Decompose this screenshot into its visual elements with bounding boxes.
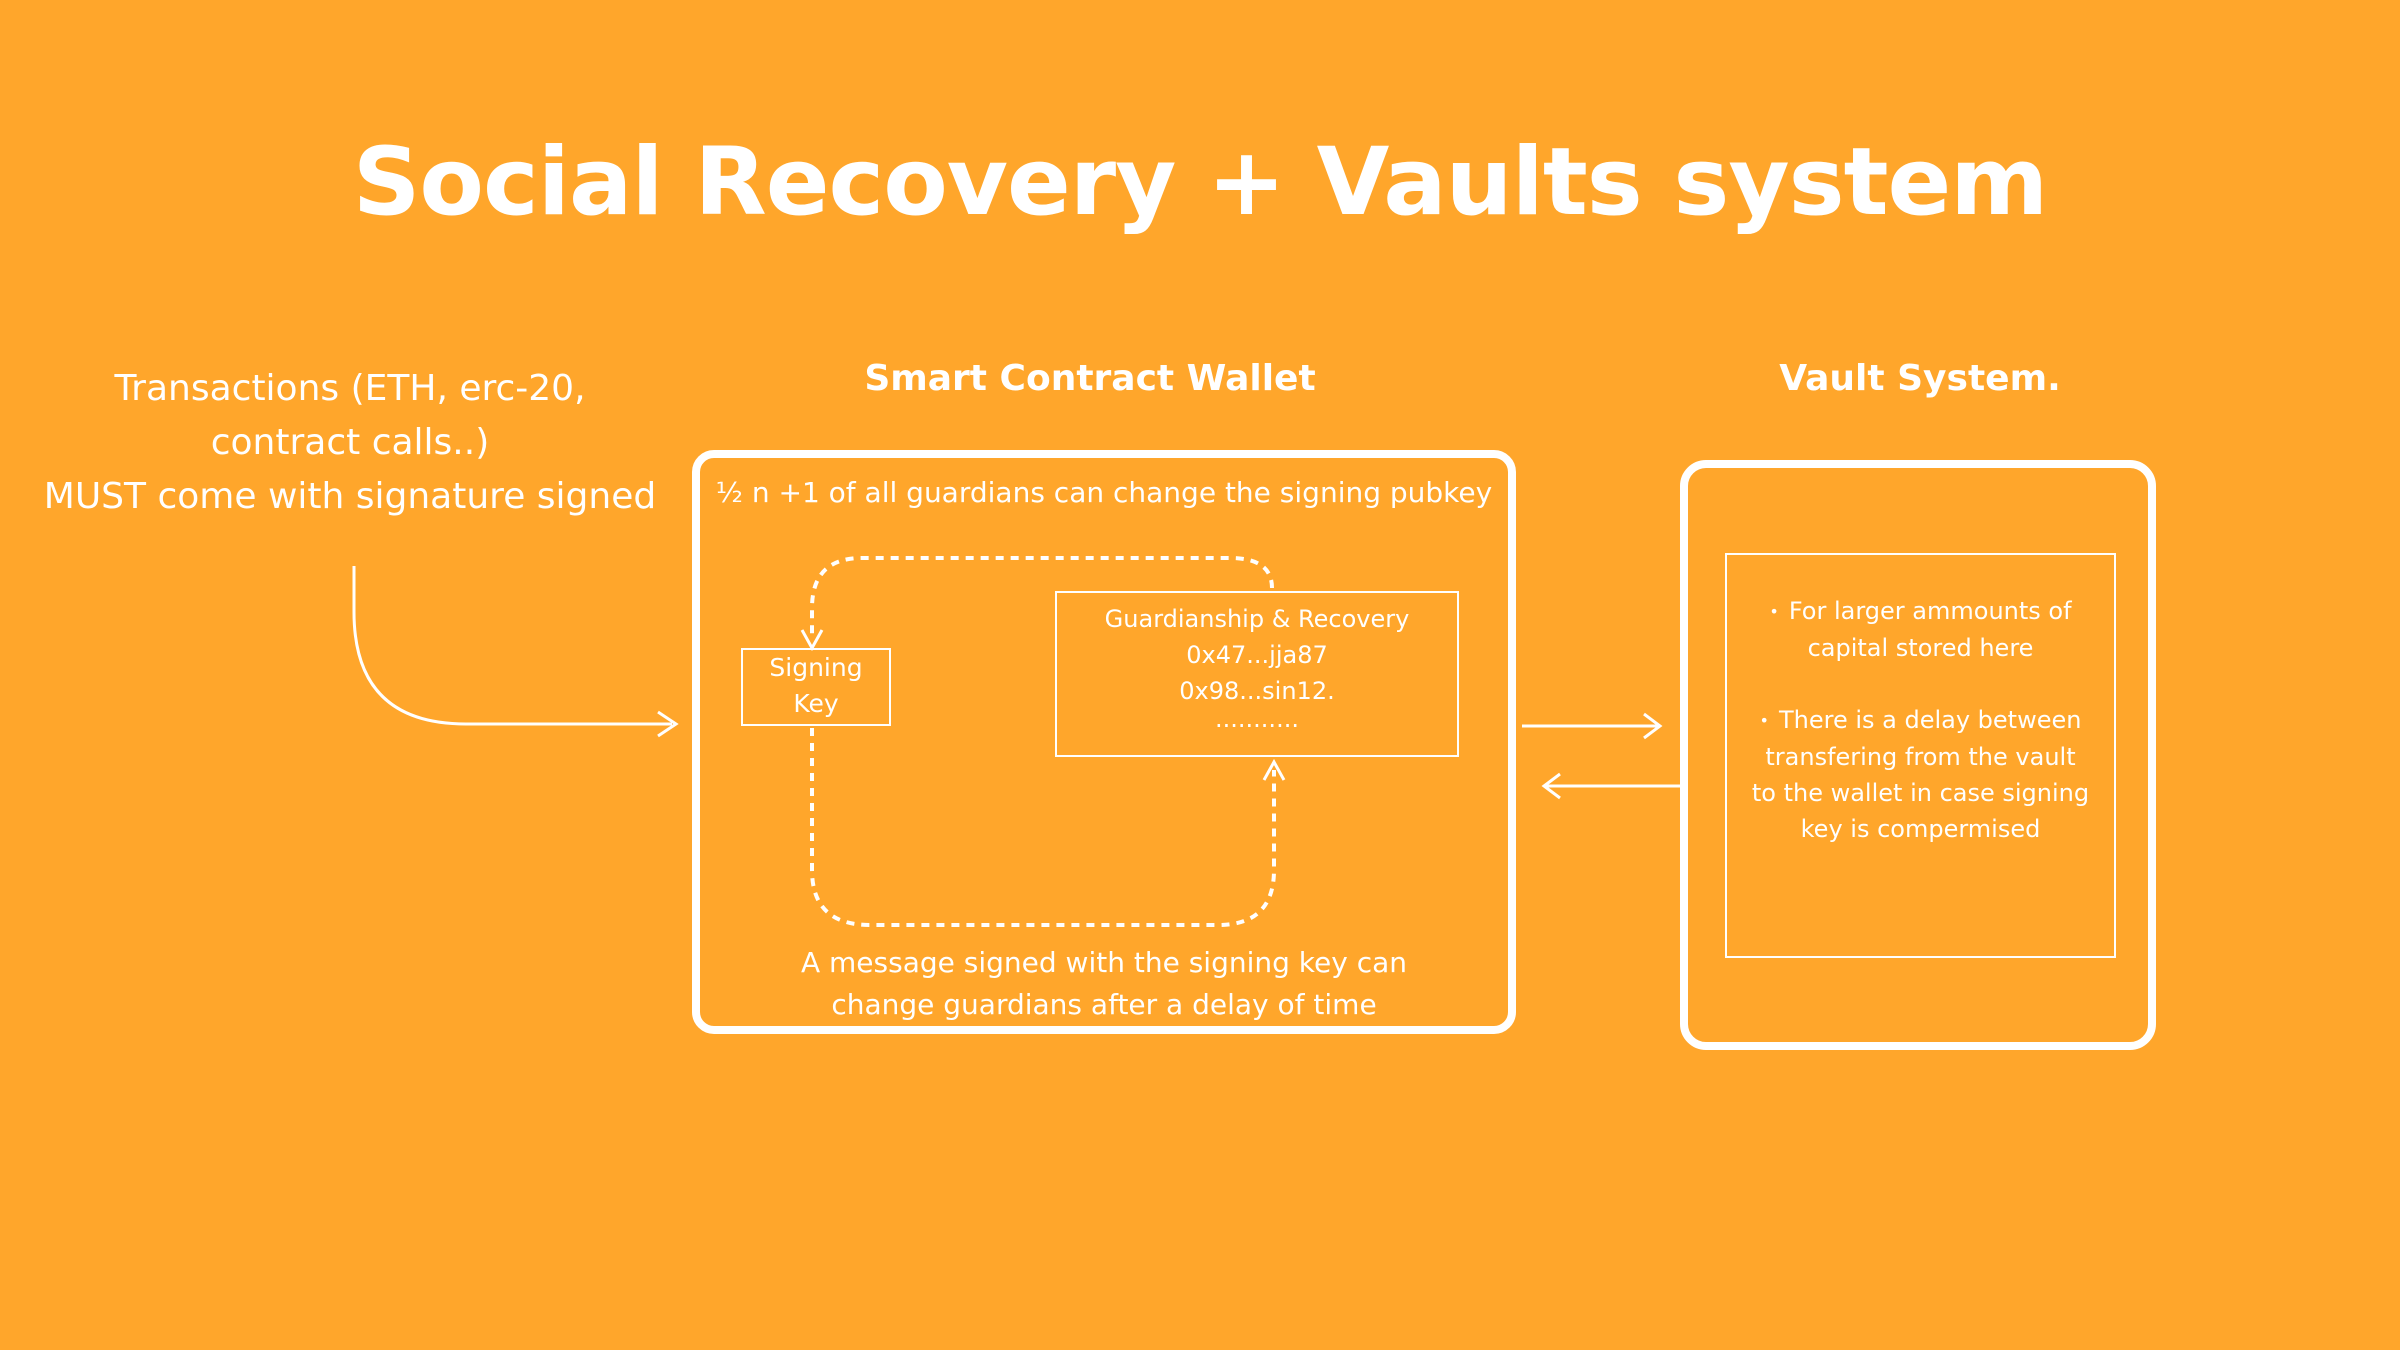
vault-details-box: • For larger ammounts of capital stored h… — [1725, 553, 2116, 958]
transactions-note-line: contract calls..) — [210, 422, 490, 463]
page-title: Social Recovery + Vaults system — [352, 128, 2049, 237]
smart-contract-wallet-box — [692, 450, 1516, 1034]
vault-bullet-item: •There is a delay between transfering fr… — [1751, 702, 2090, 847]
vault-bullet-item: • For larger ammounts of capital stored h… — [1751, 593, 2090, 666]
wallet-heading: Smart Contract Wallet — [864, 358, 1316, 399]
vault-heading: Vault System. — [1779, 358, 2061, 399]
recovery-loop-bottom-arrow-head — [1262, 758, 1286, 781]
wallet-to-vault-arrow-head — [1643, 712, 1663, 740]
guardian-ellipsis: ........... — [1215, 705, 1299, 733]
recovery-loop-top — [810, 556, 1274, 640]
signing-key-label: Signing — [769, 653, 863, 682]
guardian-change-line: A message signed with the signing key ca… — [800, 946, 1408, 979]
guardian-change-line: change guardians after a delay of time — [831, 988, 1377, 1021]
transactions-note-line: MUST come with signature signed — [43, 476, 657, 517]
vault-bullet-text: For larger ammounts of capital stored he… — [1788, 597, 2072, 662]
transaction-flow-arrow — [352, 566, 672, 726]
signing-key-label: Key — [793, 689, 839, 718]
vault-system-box — [1680, 460, 2156, 1050]
transactions-note-line: Transactions (ETH, erc-20, — [114, 368, 586, 409]
vault-bullet-text: There is a delay between transfering fro… — [1751, 706, 2090, 843]
vault-to-wallet-arrow-head — [1541, 772, 1561, 800]
guardianship-recovery-box: Guardianship & Recovery 0x47...jja87 0x9… — [1055, 591, 1459, 757]
bullet-dot-icon: • — [1769, 602, 1779, 621]
guardian-address: 0x47...jja87 — [1186, 641, 1328, 669]
recovery-loop-bottom — [810, 728, 1276, 927]
signing-key-box: Signing Key — [741, 648, 891, 726]
guardian-address: 0x98...sin12. — [1179, 677, 1335, 705]
transaction-arrow-head — [657, 710, 679, 738]
bullet-dot-icon: • — [1759, 711, 1769, 730]
guardian-change-text: A message signed with the signing key ca… — [700, 942, 1508, 1026]
transactions-note: Transactions (ETH, erc-20, contract call… — [20, 362, 680, 524]
guardian-quorum-text: ½ n +1 of all guardians can change the s… — [715, 476, 1493, 509]
guardianship-title: Guardianship & Recovery — [1104, 605, 1410, 633]
